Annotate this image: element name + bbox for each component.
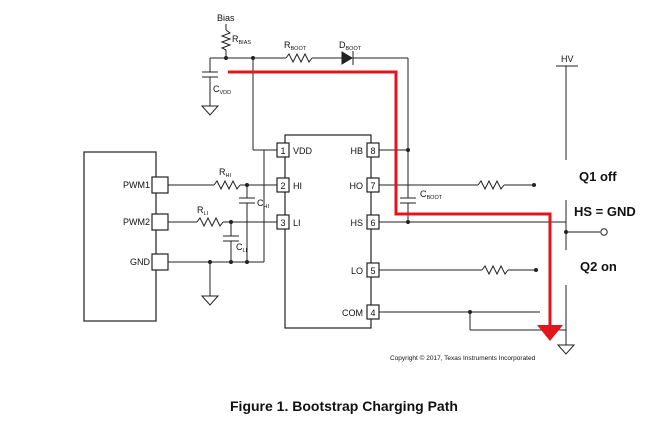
junction-dot bbox=[245, 183, 249, 187]
d-boot-label: DBOOT bbox=[339, 40, 362, 52]
r-bias-label: RBIAS bbox=[232, 34, 251, 46]
gnd-pin bbox=[151, 253, 169, 271]
gnd-label: GND bbox=[130, 257, 151, 267]
junction-dot bbox=[564, 230, 568, 234]
charging-path-arrow-icon bbox=[537, 325, 563, 341]
junction-dot bbox=[534, 268, 538, 272]
driver-ic bbox=[284, 134, 372, 329]
bias-label: Bias bbox=[217, 13, 235, 23]
r-li-label: RLI bbox=[197, 205, 209, 217]
q2-annotation: Q2 on bbox=[580, 259, 617, 274]
pin-8-name: HB bbox=[350, 146, 363, 156]
hs-annotation: HS = GND bbox=[574, 204, 636, 219]
pin-1 bbox=[276, 142, 290, 158]
junction-dot bbox=[406, 148, 410, 152]
copyright-text: Copyright © 2017, Texas Instruments Inco… bbox=[390, 354, 536, 362]
c-boot-label: CBOOT bbox=[420, 189, 443, 201]
pin-4-name: COM bbox=[342, 308, 363, 318]
pin-3-num: 3 bbox=[280, 218, 285, 228]
lo-resistor bbox=[481, 264, 509, 276]
pin-7-name: HO bbox=[350, 181, 364, 191]
r-boot-resistor bbox=[285, 52, 313, 64]
pin-3 bbox=[276, 214, 290, 230]
pwm1-label: PWM1 bbox=[123, 180, 150, 190]
c-li-label: CLI bbox=[236, 242, 248, 254]
c-vdd-label: CVDD bbox=[213, 84, 231, 96]
pin-2 bbox=[276, 177, 290, 193]
pin-2-num: 2 bbox=[280, 181, 285, 191]
hs-terminal bbox=[600, 228, 608, 236]
pin-6-num: 6 bbox=[370, 218, 375, 228]
r-bias-resistor bbox=[220, 29, 232, 51]
charging-path bbox=[228, 70, 552, 328]
c-hi-label: CHI bbox=[257, 198, 269, 210]
pin-7-num: 7 bbox=[370, 181, 375, 191]
q1-annotation: Q1 off bbox=[579, 169, 617, 184]
pin-2-name: HI bbox=[293, 181, 302, 191]
r-boot-label: RBOOT bbox=[284, 40, 307, 52]
junction-dot bbox=[251, 56, 255, 60]
pwm2-label: PWM2 bbox=[123, 217, 150, 227]
hv-label: HV bbox=[561, 54, 574, 64]
pin-1-num: 1 bbox=[280, 146, 285, 156]
pin-5-num: 5 bbox=[370, 266, 375, 276]
r-hi-label: RHI bbox=[219, 167, 231, 179]
r-li-resistor bbox=[196, 216, 224, 228]
junction-dot bbox=[468, 310, 472, 314]
junction-dot bbox=[208, 260, 212, 264]
junction-dot bbox=[245, 260, 249, 264]
pin-4-num: 4 bbox=[370, 308, 375, 318]
pwm2-pin bbox=[151, 213, 169, 231]
junction-dot bbox=[229, 220, 233, 224]
controller-block bbox=[83, 151, 157, 322]
ho-resistor bbox=[477, 179, 505, 191]
ground-icon bbox=[556, 344, 576, 355]
pin-1-name: VDD bbox=[293, 146, 313, 156]
pin-3-name: LI bbox=[293, 218, 301, 228]
junction-dot bbox=[406, 220, 410, 224]
junction-dot bbox=[224, 56, 228, 60]
figure-caption: Figure 1. Bootstrap Charging Path bbox=[230, 398, 458, 414]
d-boot-diode bbox=[341, 51, 353, 65]
pwm1-pin bbox=[151, 176, 169, 194]
pin-5-name: LO bbox=[351, 266, 363, 276]
pin-8-num: 8 bbox=[370, 146, 375, 156]
ground-icon bbox=[200, 295, 220, 306]
ground-icon bbox=[200, 105, 220, 116]
junction-dot bbox=[532, 183, 536, 187]
pin-6-name: HS bbox=[350, 218, 363, 228]
r-hi-resistor bbox=[213, 179, 241, 191]
junction-dot bbox=[229, 260, 233, 264]
